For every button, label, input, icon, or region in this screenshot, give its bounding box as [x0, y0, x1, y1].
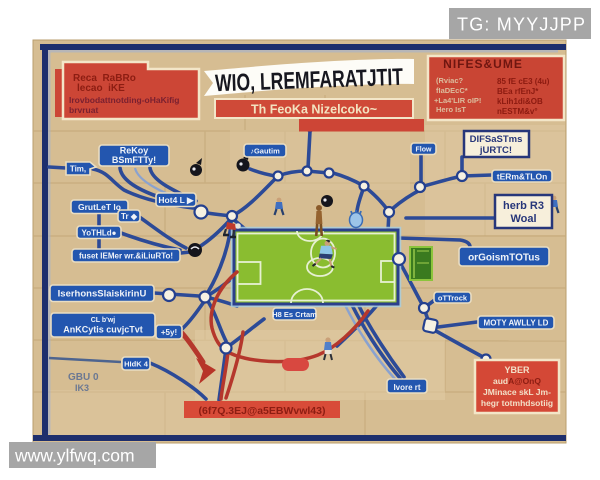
svg-text:kLih1di&OB: kLih1di&OB [497, 97, 543, 106]
svg-text:Ivore rt: Ivore rt [393, 383, 420, 392]
svg-text:BSmFTTy!: BSmFTTy! [112, 155, 156, 165]
svg-text:DIFSaSTms: DIFSaSTms [470, 134, 523, 145]
svg-text:www.ylfwq.com: www.ylfwq.com [14, 446, 135, 466]
svg-text:YoTHLd●: YoTHLd● [82, 229, 117, 238]
svg-text:brvruat: brvruat [69, 105, 98, 115]
svg-text:IserhonsSlaiskirinU: IserhonsSlaiskirinU [58, 289, 147, 300]
svg-text:Flow: Flow [416, 147, 432, 154]
svg-text:lecao iKE: lecao iKE [77, 83, 125, 94]
svg-text:MOTY AWLLY LD: MOTY AWLLY LD [484, 319, 549, 328]
svg-text:TG: MYYJJPP: TG: MYYJJPP [457, 15, 586, 35]
svg-text:HIdK 4: HIdK 4 [124, 360, 149, 369]
svg-text:YBER: YBER [504, 365, 530, 375]
svg-text:GrutLeT lo: GrutLeT lo [78, 202, 121, 212]
svg-text:Irovbodattnotding-oHaKifig: Irovbodattnotding-oHaKifig [69, 95, 179, 105]
svg-text:JMinace skL Jm-: JMinace skL Jm- [483, 387, 551, 397]
svg-text:Tim,: Tim, [70, 165, 86, 174]
svg-text:+5y!: +5y! [161, 328, 177, 337]
svg-text:Woal: Woal [510, 213, 536, 225]
svg-text:nESTM&v°: nESTM&v° [497, 107, 538, 116]
svg-text:Th FeoKa Nizelcoko~: Th FeoKa Nizelcoko~ [251, 103, 377, 117]
svg-text:IK3: IK3 [75, 383, 89, 393]
svg-text:BEa rfEnJ*: BEa rfEnJ* [497, 87, 539, 96]
svg-text:Reca RaBRo: Reca RaBRo [73, 73, 136, 84]
svg-text:fuset IEMer wr.&iLiuRTo!: fuset IEMer wr.&iLiuRTo! [79, 252, 173, 261]
svg-text:WIO, LREMFARATJTIT: WIO, LREMFARATJTIT [215, 64, 404, 98]
svg-text:fIaDEcC*: fIaDEcC* [436, 86, 468, 95]
svg-text:hegr totmhdsotiig: hegr totmhdsotiig [481, 398, 553, 408]
svg-text:audA@OnQ: audA@OnQ [493, 376, 541, 386]
svg-text:(Rviac?: (Rviac? [436, 76, 464, 85]
svg-text:herb R3: herb R3 [503, 200, 544, 212]
svg-text:85 fE cE3 (4u): 85 fE cE3 (4u) [497, 77, 550, 86]
svg-text:ReKoy: ReKoy [120, 146, 149, 156]
svg-text:(6f7Q.3EJ@a5EBWvwl43): (6f7Q.3EJ@a5EBWvwl43) [199, 405, 326, 417]
svg-text:CL b'wj: CL b'wj [91, 317, 116, 324]
svg-text:AnKCytis cuvjcTvt: AnKCytis cuvjcTvt [63, 325, 143, 335]
svg-text:NIFES&UME: NIFES&UME [443, 57, 523, 71]
svg-text:GBU 0: GBU 0 [68, 372, 99, 383]
svg-text:Hero IsT: Hero IsT [436, 105, 466, 114]
svg-text:orGoismTOTus: orGoismTOTus [468, 253, 540, 264]
svg-text:H8 Es Crtam: H8 Es Crtam [272, 310, 317, 319]
svg-text:tERm&TLOn: tERm&TLOn [497, 172, 548, 182]
svg-text:Hot4 L ▶: Hot4 L ▶ [158, 195, 195, 205]
svg-text:♪Gautim: ♪Gautim [250, 147, 280, 156]
svg-text:Tr ◆: Tr ◆ [121, 212, 138, 221]
svg-text:+La4'LIR oIP!: +La4'LIR oIP! [434, 96, 481, 105]
svg-text:oTTrock: oTTrock [438, 294, 468, 303]
svg-text:jURTC!: jURTC! [479, 145, 512, 156]
